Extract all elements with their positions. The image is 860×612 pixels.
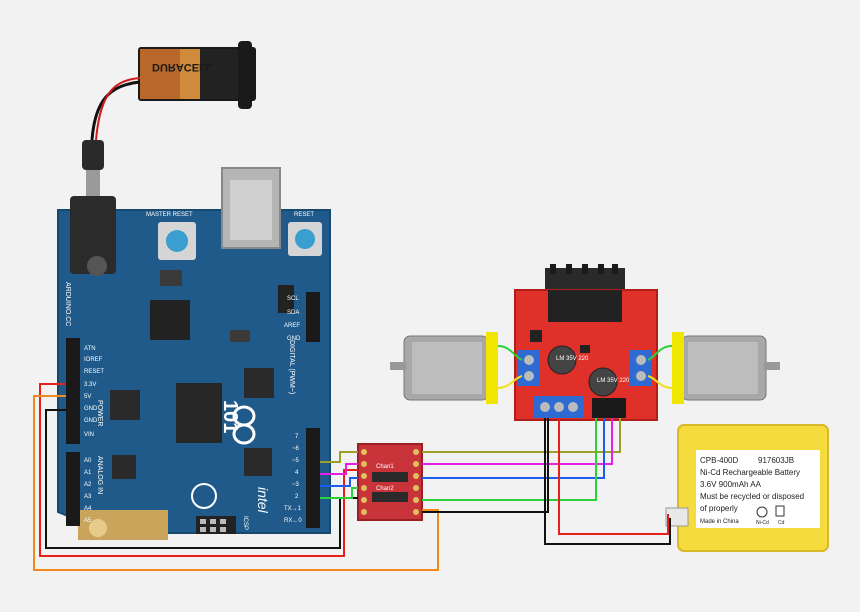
arduino-logo bbox=[232, 405, 256, 445]
battery-serial: 917603JB bbox=[758, 456, 794, 465]
battery-model: CPB-400D bbox=[700, 456, 738, 465]
battery-cd-label: Cd bbox=[778, 520, 785, 526]
pin-label: SDA bbox=[287, 310, 299, 316]
level-shifter-board: Chan1 Chan2 bbox=[357, 443, 423, 521]
digital-header bbox=[306, 428, 320, 528]
pin-label: ~5 bbox=[292, 458, 300, 464]
pin-label: A1 bbox=[84, 470, 92, 476]
analog-header bbox=[66, 452, 80, 526]
logo-circle bbox=[191, 483, 217, 509]
capacitor bbox=[588, 367, 618, 397]
channel-label: Chan2 bbox=[376, 486, 394, 492]
pin-label: A5 bbox=[84, 518, 92, 524]
pin-label: 3.3V bbox=[84, 382, 96, 388]
digital-pin-labels: 7 ~6 ~5 4 ~3 2 TX→1 RX←0 bbox=[284, 434, 302, 524]
battery-line3: Must be recycled or disposed bbox=[700, 492, 804, 501]
pin-label: 2 bbox=[295, 494, 299, 500]
icsp-header bbox=[196, 516, 236, 534]
pin-label: ~3 bbox=[292, 482, 300, 488]
pin-label: 5V bbox=[84, 394, 91, 400]
digital-header-label: DIGITAL (PWM~) bbox=[288, 340, 295, 394]
icsp-label: ICSP bbox=[242, 516, 248, 530]
wires bbox=[33, 345, 673, 571]
capacitor bbox=[547, 345, 577, 375]
wire-3v3 bbox=[33, 395, 439, 571]
barrel-plug bbox=[82, 140, 104, 196]
board-name: ARDUINO.CC bbox=[64, 282, 71, 326]
chip-1 bbox=[150, 300, 190, 340]
wire-batt-neg bbox=[544, 418, 671, 545]
pin-label: GND bbox=[84, 406, 98, 412]
capacitor-label: LM 35V 220 bbox=[597, 378, 630, 384]
analog-header-label: ANALOG IN bbox=[96, 456, 103, 494]
pin-label: SCL bbox=[287, 296, 299, 302]
pin-label: A4 bbox=[84, 506, 92, 512]
digital-top-pin-labels: SCL SDA AREF GND bbox=[284, 296, 301, 342]
capacitor-label: LM 35V 220 bbox=[556, 356, 589, 362]
pin-label: A0 bbox=[84, 458, 92, 464]
pin-label: GND bbox=[84, 418, 98, 424]
reset-label: RESET bbox=[294, 212, 314, 218]
wire-pin5 bbox=[320, 463, 358, 475]
intel-logo: intel bbox=[255, 487, 271, 514]
motor-b-terminal bbox=[630, 350, 652, 386]
pin-label: VIN bbox=[84, 432, 94, 438]
analog-pin-labels: A0 A1 A2 A3 A4 A5 bbox=[84, 458, 92, 524]
wire-batt-pos bbox=[558, 418, 669, 535]
power-header-label: POWER bbox=[96, 400, 103, 426]
motor-a-terminal bbox=[518, 350, 540, 386]
motor-right bbox=[672, 332, 780, 404]
pin-label: ~6 bbox=[292, 446, 300, 452]
digital-header-top bbox=[306, 292, 320, 342]
motor-driver-board: LM 35V 220 LM 35V 220 bbox=[514, 264, 658, 421]
battery-chem-label: Ni-Cd bbox=[756, 520, 769, 526]
battery-line4: of properly bbox=[700, 504, 738, 513]
bin-icon bbox=[775, 505, 785, 517]
nicd-battery-pack: CPB-400D 917603JB Ni-Cd Rechargeable Bat… bbox=[665, 424, 829, 552]
pin-label: AREF bbox=[284, 323, 300, 329]
wire-pin3 bbox=[320, 477, 358, 487]
pin-label: RESET bbox=[84, 369, 104, 375]
pin-label: A3 bbox=[84, 494, 92, 500]
pin-label: RX←0 bbox=[284, 518, 302, 524]
battery-line2: 3.6V 900mAh AA bbox=[700, 480, 762, 489]
battery-line1: Ni-Cd Rechargeable Battery bbox=[700, 468, 800, 477]
chip-main bbox=[176, 383, 222, 443]
motor-left bbox=[390, 332, 498, 404]
channel-label: Chan1 bbox=[376, 464, 394, 470]
battery-9v: DURACELL bbox=[138, 41, 256, 109]
battery-connector bbox=[665, 507, 689, 527]
master-reset-label: MASTER RESET bbox=[146, 212, 193, 218]
wire-pin2 bbox=[320, 487, 358, 499]
pin-label: 4 bbox=[295, 470, 299, 476]
battery-9v-brand: DURACELL bbox=[152, 61, 213, 73]
arduino-101-board: MASTER RESET RESET ARDUINO.CC 101 intel … bbox=[57, 167, 331, 540]
power-pin-labels: ATN IOREF RESET 3.3V 5V GND GND VIN bbox=[84, 346, 104, 438]
pin-label: A2 bbox=[84, 482, 92, 488]
pin-label: TX→1 bbox=[284, 506, 302, 512]
battery-made-in: Made in China bbox=[700, 519, 739, 525]
dc-jack bbox=[70, 196, 116, 274]
power-header bbox=[66, 338, 80, 444]
pin-label: 7 bbox=[295, 434, 299, 440]
recycle-icon bbox=[756, 506, 768, 518]
pin-label: ATN bbox=[84, 346, 96, 352]
board-model: 101 bbox=[219, 400, 241, 433]
driver-input-header bbox=[592, 398, 626, 418]
pin-label: IOREF bbox=[84, 357, 103, 363]
barrel-cable bbox=[90, 80, 141, 141]
wire-pin6 bbox=[320, 451, 358, 463]
pin-label: GND bbox=[287, 336, 301, 342]
